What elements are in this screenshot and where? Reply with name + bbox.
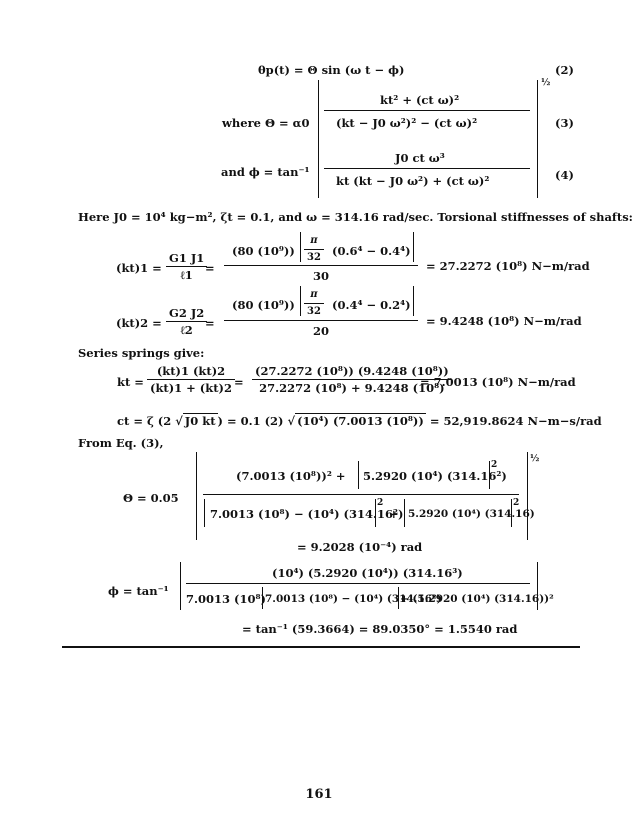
ct-line: ct = ζ (2 √J0 kt) = 0.1 (2) √(10⁴) (7.00…: [117, 413, 602, 428]
equation-3-numerator: kt² + (ct ω)²: [380, 93, 460, 107]
equation-3-exponent: ½: [541, 78, 551, 88]
kt-fraction-1: (kt)1 (kt)2(kt)1 + (kt)2: [147, 364, 235, 395]
k2-pi-den: 32: [307, 306, 321, 317]
k2-lhs: (kt)2 =: [116, 316, 162, 330]
phi-den-b-brackets: [262, 587, 399, 609]
k2-inner-brackets: [300, 286, 414, 316]
equation-4-lead: and ϕ = tan⁻¹: [221, 165, 310, 179]
equation-2: θp(t) = Θ sin (ω t − ϕ): [258, 63, 405, 77]
equation-number-2: (2): [555, 63, 574, 77]
equation-3-lead: where Θ = α0: [222, 116, 310, 130]
phi-denominator-a: 7.0013 (10⁸): [186, 592, 266, 606]
from-eq3-text: From Eq. (3),: [78, 436, 164, 450]
k1-pi-fraction: π 32: [304, 234, 324, 265]
phi-lhs: ϕ = tan⁻¹: [108, 584, 169, 598]
k1-fraction-bar: [224, 265, 418, 266]
equation-4-fraction-bar: [324, 168, 530, 169]
section-rule: [62, 646, 580, 648]
k2-result: = 9.4248 (10⁸) N−m/rad: [426, 314, 582, 328]
theta-fraction-bar: [203, 494, 519, 495]
theta-den-b-brackets: [404, 499, 512, 527]
theta-denominator-b-exp: 2: [513, 498, 520, 508]
kt-f1-num: (kt)1 (kt)2: [147, 364, 235, 380]
kt-lhs: kt =: [117, 375, 144, 389]
kt-f2-num: (27.2272 (10⁸)) (9.4248 (10⁸)): [252, 364, 452, 380]
equation-4-brackets: [318, 140, 538, 198]
ct-text-2: ) = 0.1 (2): [217, 414, 288, 428]
k2-equals: =: [205, 316, 215, 330]
theta-denominator-a-exp: 2: [377, 498, 384, 508]
phi-fraction-bar: [186, 583, 530, 584]
theta-result: = 9.2028 (10⁻⁴) rad: [297, 540, 423, 554]
phi-denominator-c: + (5.2920 (10⁴) (314.16))²: [400, 593, 554, 605]
phi-outer-brackets: [180, 562, 538, 610]
phi-result: = tan⁻¹ (59.3664) = 89.0350° = 1.5540 ra…: [242, 622, 518, 636]
k1-inner-brackets: [300, 232, 414, 262]
theta-numerator-b-exp: 2: [491, 460, 498, 470]
k1-denominator: 30: [313, 269, 330, 283]
theta-den-a-brackets: [204, 499, 376, 527]
theta-denominator-plus: +: [389, 507, 399, 521]
equation-number-3: (3): [555, 116, 574, 130]
k2-f1-num: G2 J2: [166, 306, 208, 322]
phi-denominator-b: 7.0013 (10⁸) − (10⁴) (314.16²): [265, 593, 442, 605]
k2-pi-fraction: π 32: [304, 288, 324, 319]
k2-pi-num: π: [304, 288, 324, 304]
k2-inner-tail: (0.4⁴ − 0.2⁴): [332, 298, 411, 312]
ct-text-3: = 52,919.8624 N−m−s/rad: [425, 414, 602, 428]
k1-f1-num: G1 J1: [166, 251, 208, 267]
equation-4-denominator: kt (kt − J0 ω²) + (ct ω)²: [336, 174, 490, 188]
equation-3-brackets: [318, 80, 538, 152]
kt-fraction-2: (27.2272 (10⁸)) (9.4248 (10⁸))27.2272 (1…: [252, 364, 452, 395]
k2-fraction-bar: [224, 320, 418, 321]
kt-result: = 7.0013 (10⁸) N−m/rad: [420, 375, 576, 389]
page-number: 161: [305, 787, 333, 802]
theta-numerator-a: (7.0013 (10⁸))² +: [236, 469, 346, 483]
kt-equals: =: [234, 375, 244, 389]
series-springs-text: Series springs give:: [78, 346, 205, 360]
theta-lhs: Θ = 0.05: [123, 491, 179, 505]
ct-sqrt-1: J0 kt: [182, 413, 218, 428]
equation-3-fraction-bar: [324, 110, 530, 111]
theta-denominator-a: 7.0013 (10⁸) − (10⁴) (314.16²): [210, 507, 404, 521]
equation-number-4: (4): [555, 168, 574, 182]
sqrt-icon: √: [287, 414, 296, 428]
theta-outer-exponent: ½: [530, 454, 540, 464]
equation-4-numerator: J0 ct ω³: [395, 151, 445, 165]
k1-lhs: (kt)1 =: [116, 261, 162, 275]
k1-result: = 27.2272 (10⁸) N−m/rad: [426, 259, 590, 273]
k1-f1-den: ℓ1: [180, 268, 193, 282]
kt-f2-den: 27.2272 (10⁸) + 9.4248 (10⁸): [259, 381, 445, 395]
theta-num-b-brackets: [358, 461, 490, 489]
ct-text-1: ct = ζ (2: [117, 414, 176, 428]
k1-inner-tail: (0.6⁴ − 0.4⁴): [332, 244, 411, 258]
kt-f1-den: (kt)1 + (kt)2: [150, 381, 232, 395]
k1-pi-den: 32: [307, 252, 321, 263]
k1-inner-lead: (80 (10⁹)): [232, 244, 295, 258]
given-text: Here J0 = 10⁴ kg−m², ζt = 0.1, and ω = 3…: [78, 210, 633, 224]
k2-denominator: 20: [313, 324, 330, 338]
sqrt-icon: √: [175, 414, 183, 428]
theta-outer-brackets: [196, 452, 528, 540]
k2-inner-lead: (80 (10⁹)): [232, 298, 295, 312]
ct-sqrt-2: (10⁴) (7.0013 (10⁸)): [295, 413, 426, 428]
k2-f1-den: ℓ2: [180, 323, 193, 337]
theta-denominator-b: 5.2920 (10⁴) (314.16): [408, 508, 535, 520]
equation-3-denominator: (kt − J0 ω²)² − (ct ω)²: [336, 116, 478, 130]
phi-numerator: (10⁴) (5.2920 (10⁴)) (314.16³): [272, 566, 463, 580]
k1-equals: =: [205, 261, 215, 275]
theta-numerator-b: 5.2920 (10⁴) (314.16²): [363, 469, 507, 483]
k1-pi-num: π: [304, 234, 324, 250]
